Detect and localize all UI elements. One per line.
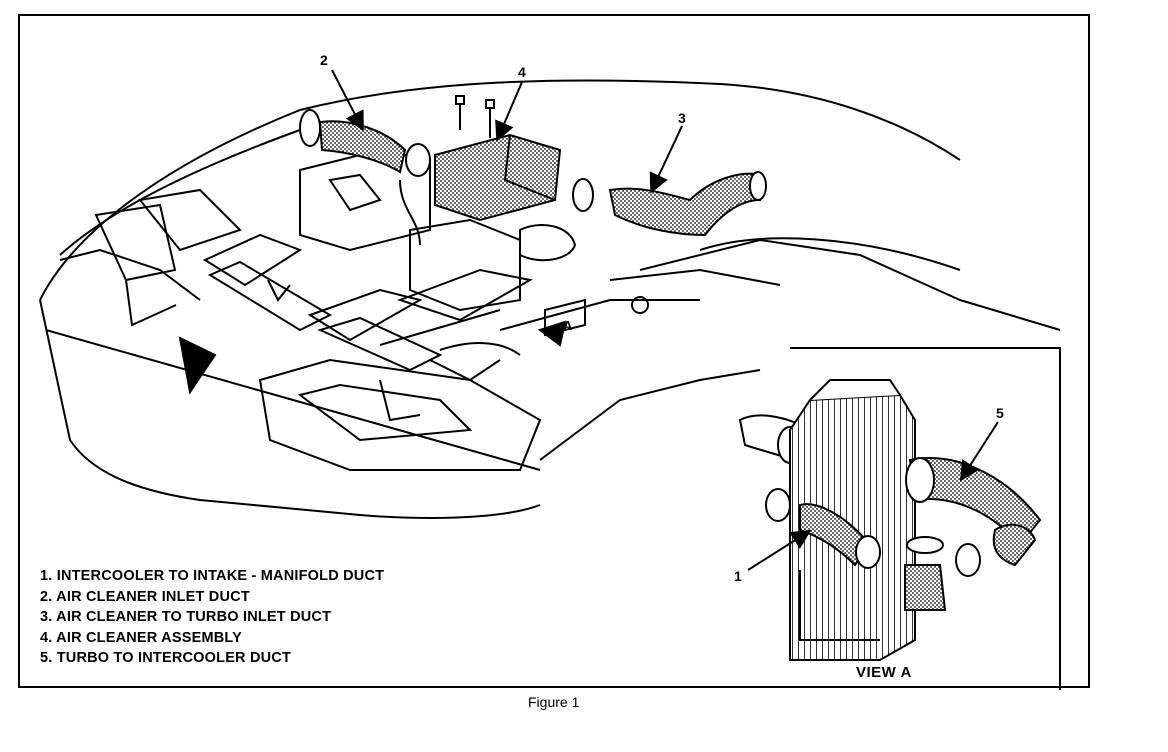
view-a-marker: A: [563, 318, 573, 333]
car-body: [39, 79, 1061, 519]
legend-item: 2. AIR CLEANER INLET DUCT: [40, 588, 250, 605]
air-cleaner-inlet-duct: [299, 109, 431, 177]
callout-arrows: [331, 69, 999, 571]
figure-frame: [18, 14, 1090, 688]
view-a-inset: [738, 347, 1061, 690]
figure-caption: Figure 1: [528, 694, 580, 710]
callout-5: 5: [996, 405, 1004, 421]
bolts: [455, 95, 495, 138]
legend-item: 3. AIR CLEANER TO TURBO INLET DUCT: [40, 609, 332, 626]
air-cleaner-assembly: [434, 133, 562, 222]
legend-item: 4. AIR CLEANER ASSEMBLY: [40, 629, 242, 646]
legend-item: 1. INTERCOOLER TO INTAKE - MANIFOLD DUCT: [40, 568, 385, 584]
parts-legend: 1. INTERCOOLER TO INTAKE - MANIFOLD DUCT…: [40, 566, 384, 669]
callout-4: 4: [518, 64, 526, 80]
view-a-label: VIEW A: [856, 664, 912, 681]
callout-2: 2: [320, 52, 328, 68]
callout-1: 1: [734, 568, 742, 584]
callout-3: 3: [678, 110, 686, 126]
air-cleaner-to-turbo-duct: [572, 171, 767, 237]
legend-item: 5. TURBO TO INTERCOOLER DUCT: [40, 650, 292, 667]
engine-hardware: [202, 148, 781, 422]
